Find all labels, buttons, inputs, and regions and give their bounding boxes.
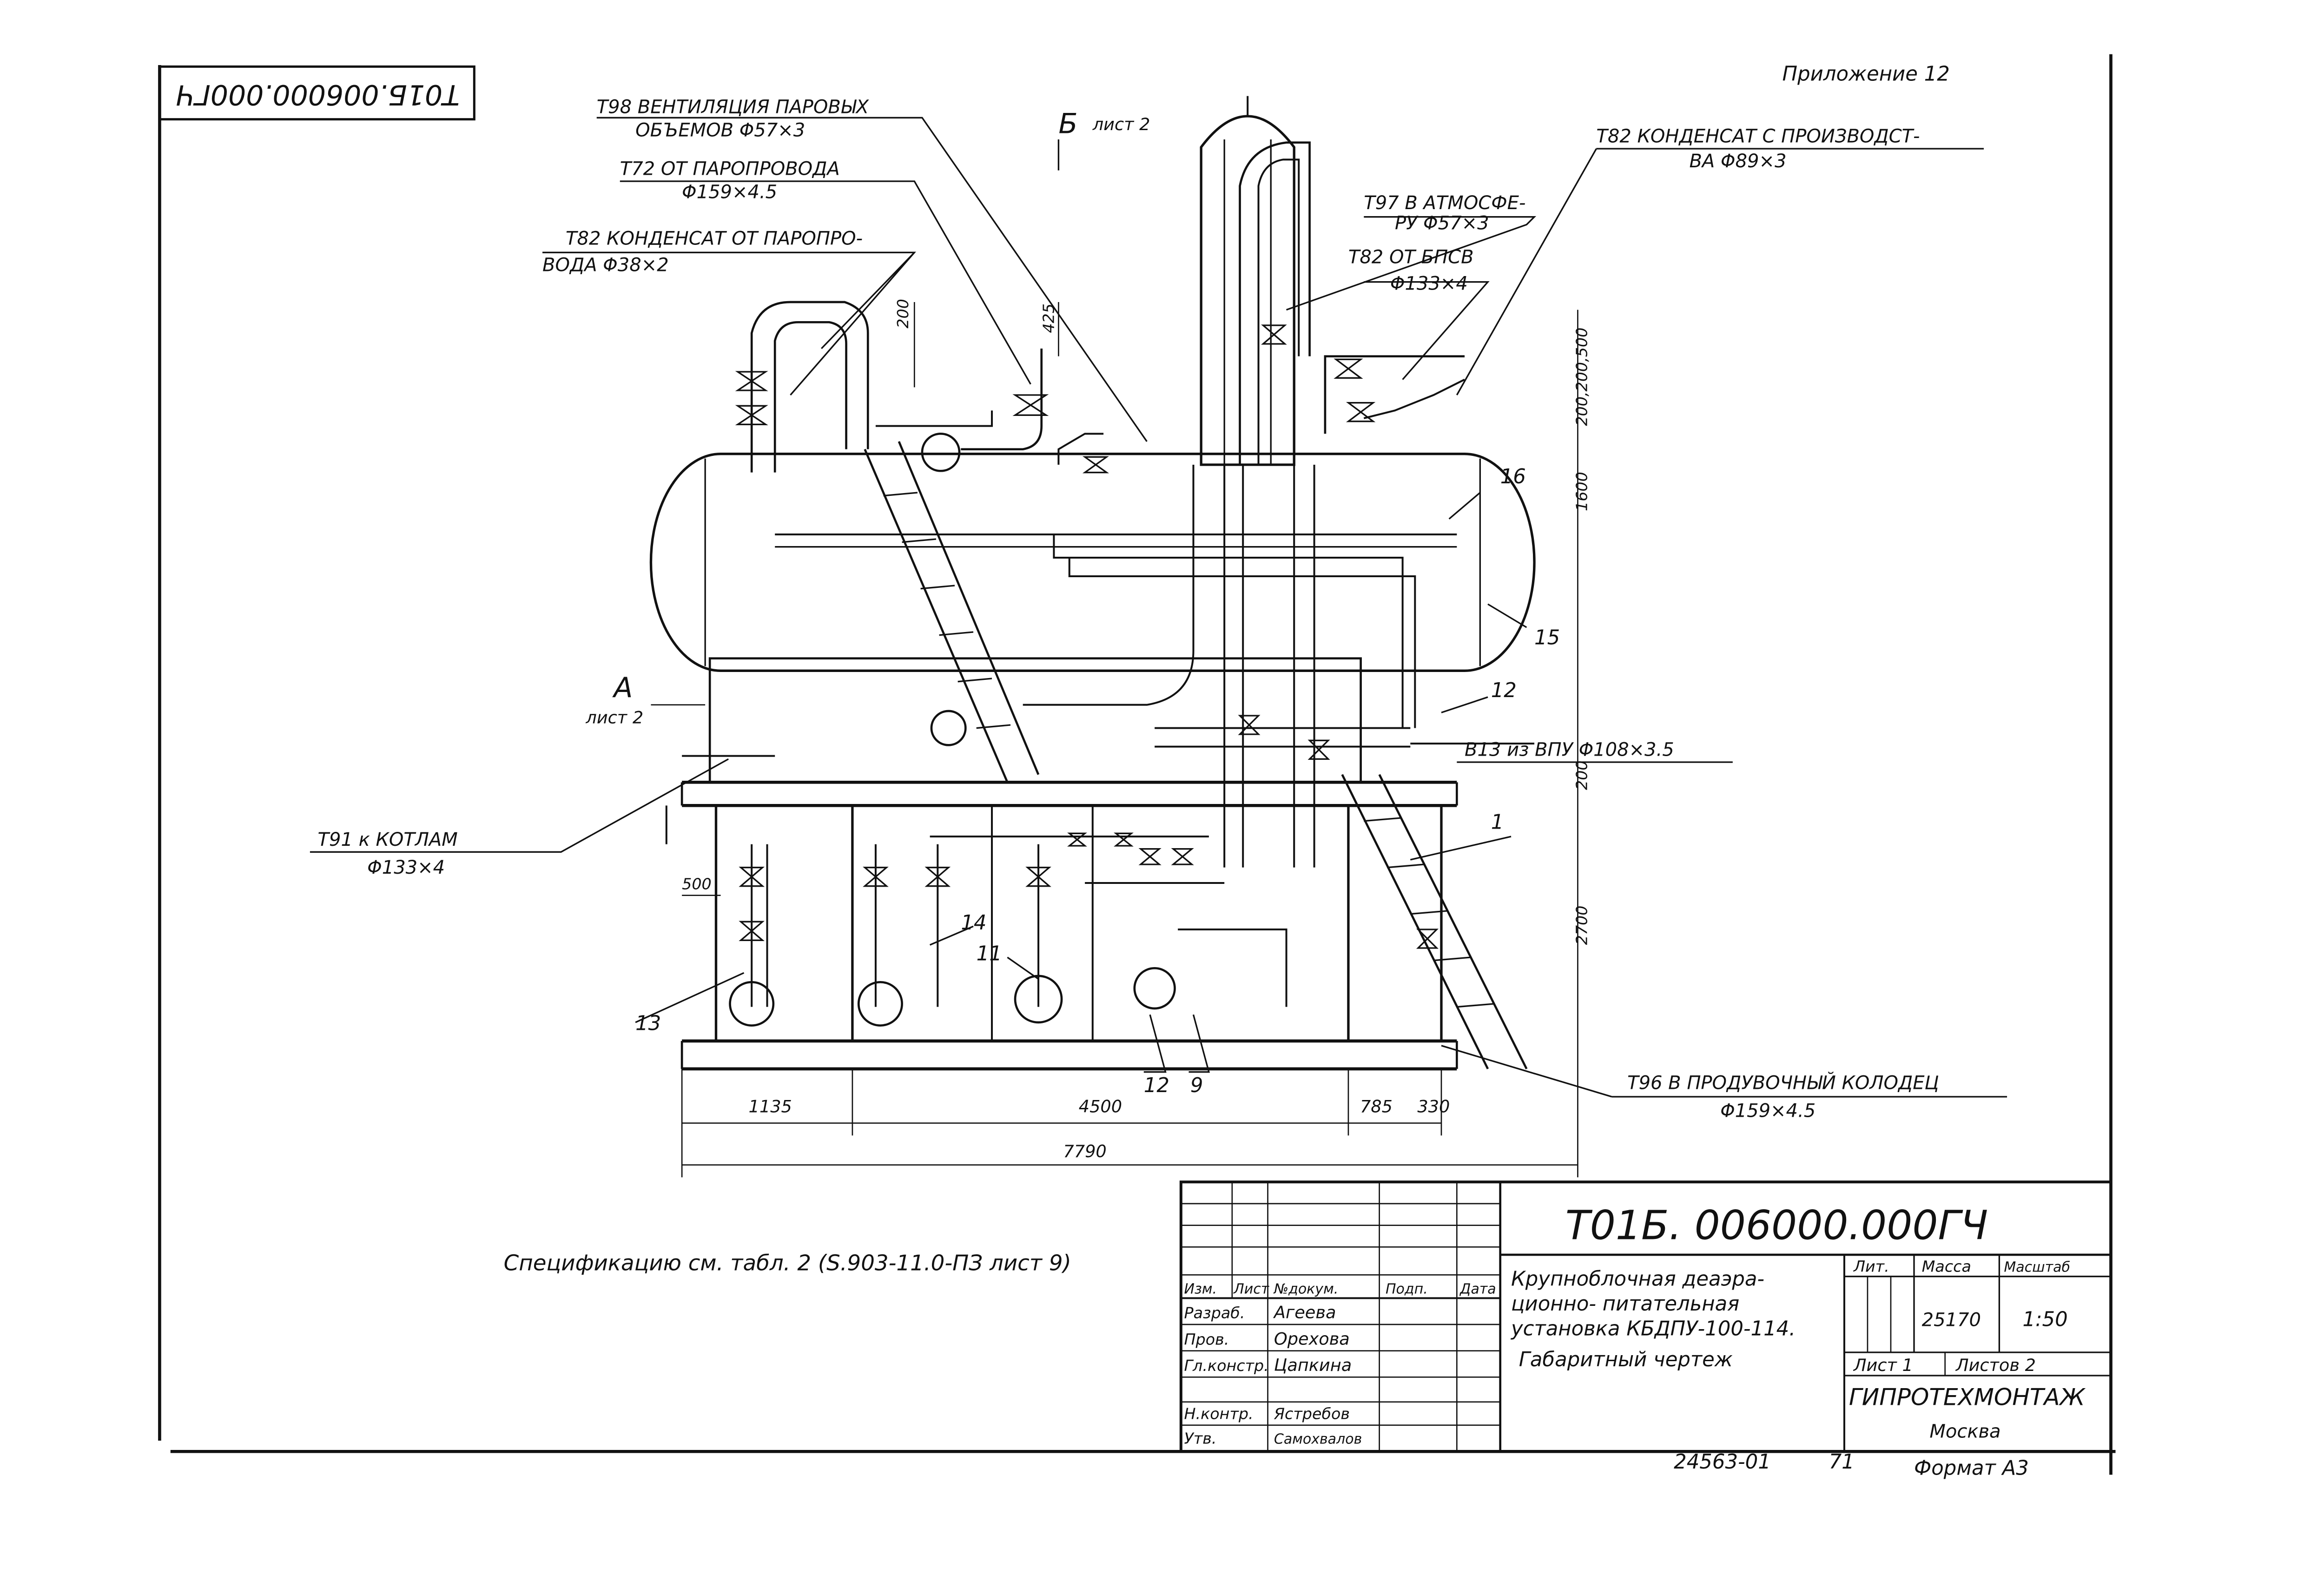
- bottom-number: 24563-01: [1674, 1450, 1771, 1474]
- label-t82b-line2: ВА Φ89×3: [1690, 151, 1787, 172]
- sheet-number: Лист 1: [1853, 1355, 1913, 1375]
- piping: [665, 141, 1535, 1007]
- col-sign: Подп.: [1386, 1281, 1428, 1297]
- position-12-top: 12: [1491, 679, 1517, 702]
- name-nkontr: Ястребов: [1274, 1404, 1350, 1423]
- dim-1600: 1600: [1572, 472, 1591, 511]
- support-frame: [680, 657, 1458, 1071]
- label-t82c-line1: Т82 ОТ БПСВ: [1348, 247, 1474, 268]
- title-doc-code: Т01Б. 006000.000ГЧ: [1565, 1203, 1988, 1249]
- dim-1135: 1135: [749, 1096, 792, 1116]
- valves: [735, 324, 1439, 949]
- dimension-values: 200 425 200,200,500 1600 200 2700 500 11…: [682, 299, 1591, 1161]
- deaeration-column: [1200, 96, 1295, 466]
- title-line2: ционно- питательная: [1511, 1292, 1739, 1316]
- label-t96-line2: Φ159×4.5: [1720, 1100, 1816, 1121]
- dim-425: 425: [1039, 303, 1057, 333]
- label-t98-line2: ОБЪЕМОВ Φ57×3: [635, 119, 805, 141]
- lit-label: Лит.: [1853, 1258, 1889, 1276]
- row-utv: Утв.: [1184, 1429, 1216, 1448]
- installation-drawing: [310, 96, 2007, 1178]
- name-razrab: Агеева: [1273, 1303, 1336, 1323]
- col-date: Дата: [1459, 1281, 1496, 1297]
- scale-label: Масштаб: [2004, 1259, 2070, 1276]
- name-glkonstr: Цапкина: [1274, 1355, 1352, 1375]
- ladder-upper: [864, 441, 1040, 783]
- format-label: Формат А3: [1914, 1456, 2029, 1480]
- specification-note: Спецификацию см. табл. 2 (S.903-11.0-ПЗ …: [504, 1251, 1071, 1276]
- dim-200-mid: 200: [1572, 760, 1591, 790]
- position-13: 13: [635, 1012, 661, 1035]
- position-15: 15: [1534, 626, 1560, 650]
- position-16: 16: [1500, 465, 1526, 488]
- dim-4500: 4500: [1079, 1096, 1122, 1116]
- position-11: 11: [977, 942, 1002, 966]
- row-razrab: Разраб.: [1184, 1304, 1245, 1322]
- dim-330: 330: [1417, 1096, 1450, 1116]
- dim-785: 785: [1360, 1096, 1393, 1116]
- label-t82c-line2: Φ133×4: [1390, 273, 1468, 294]
- label-t97-line2: РУ Φ57×3: [1395, 212, 1489, 234]
- col-list: Лист: [1233, 1281, 1270, 1297]
- label-b13: В13 из ВПУ Φ108×3.5: [1465, 739, 1674, 761]
- name-prov: Орехова: [1274, 1329, 1350, 1349]
- dim-7790: 7790: [1063, 1141, 1106, 1161]
- col-doc: №докум.: [1273, 1281, 1338, 1297]
- view-a-mark: А: [612, 672, 633, 704]
- position-9: 9: [1190, 1074, 1203, 1097]
- bottom-number-suffix: 71: [1829, 1450, 1855, 1474]
- position-12-bottom: 12: [1144, 1074, 1169, 1097]
- title-line4: Габаритный чертеж: [1519, 1348, 1733, 1371]
- position-14: 14: [961, 911, 986, 935]
- label-t72-line1: Т72 ОТ ПАРОПРОВОДА: [620, 158, 840, 180]
- label-t82b-line1: Т82 КОНДЕНСАТ С ПРОИЗВОДСТ-: [1596, 126, 1920, 147]
- title-line1: Крупноблочная деаэра-: [1511, 1268, 1764, 1291]
- view-b-sheet: лист 2: [1092, 114, 1150, 134]
- corner-code: Т01Б.006000.000ГЧ: [176, 78, 460, 111]
- frame: [158, 54, 2116, 1475]
- mass-value: 25170: [1922, 1309, 1981, 1331]
- city: Москва: [1929, 1421, 2000, 1442]
- position-1: 1: [1491, 810, 1504, 834]
- dim-200-top: 200: [894, 299, 912, 329]
- dim-500: 500: [682, 875, 712, 893]
- dim-2700: 2700: [1572, 906, 1591, 945]
- title-block: [1179, 1180, 2113, 1453]
- label-t91-line2: Φ133×4: [367, 857, 445, 878]
- title-line3: установка КБДПУ-100-114.: [1510, 1317, 1796, 1340]
- dimension-lines: [651, 302, 1578, 1178]
- label-t96-line1: Т96 В ПРОДУВОЧНЫЙ КОЛОДЕЦ: [1627, 1071, 1939, 1093]
- row-prov: Пров.: [1184, 1330, 1229, 1348]
- row-glkonstr: Гл.констр.: [1184, 1357, 1268, 1375]
- sheets-total: Листов 2: [1955, 1355, 2036, 1375]
- label-t98-line1: Т98 ВЕНТИЛЯЦИЯ ПАРОВЫХ: [597, 96, 870, 118]
- scale-value: 1:50: [2022, 1308, 2067, 1331]
- title-block-texts: Т01Б. 006000.000ГЧ Изм. Лист №докум. Под…: [1184, 1203, 2086, 1448]
- name-utv: Самохвалов: [1274, 1431, 1362, 1448]
- label-t91-line1: Т91 к КОТЛАМ: [318, 829, 458, 850]
- ladder-lower: [1341, 774, 1528, 1070]
- label-t72-line2: Φ159×4.5: [682, 182, 777, 203]
- row-nkontr: Н.контр.: [1184, 1404, 1253, 1423]
- organization: ГИПРОТЕХМОНТАЖ: [1849, 1383, 2086, 1410]
- dim-200-200-500: 200,200,500: [1572, 328, 1591, 426]
- label-t82a-line2: ВОДА Φ38×2: [542, 254, 669, 276]
- label-t97-line1: Т97 В АТМОСФЕ-: [1364, 192, 1525, 214]
- deaerator-tank: [649, 453, 1536, 672]
- pumps: [729, 433, 1176, 1027]
- label-t82a-line1: Т82 КОНДЕНСАТ ОТ ПАРОПРО-: [566, 228, 863, 250]
- annotations: Т98 ВЕНТИЛЯЦИЯ ПАРОВЫХ ОБЪЕМОВ Φ57×3 Т72…: [318, 96, 1939, 1121]
- col-izm: Изм.: [1184, 1281, 1217, 1297]
- view-b-mark: Б: [1058, 108, 1077, 140]
- appendix-label: Приложение 12: [1783, 62, 1950, 86]
- view-a-sheet: лист 2: [585, 708, 643, 728]
- leader-lines: [310, 117, 2007, 1098]
- mass-label: Масса: [1922, 1258, 1971, 1276]
